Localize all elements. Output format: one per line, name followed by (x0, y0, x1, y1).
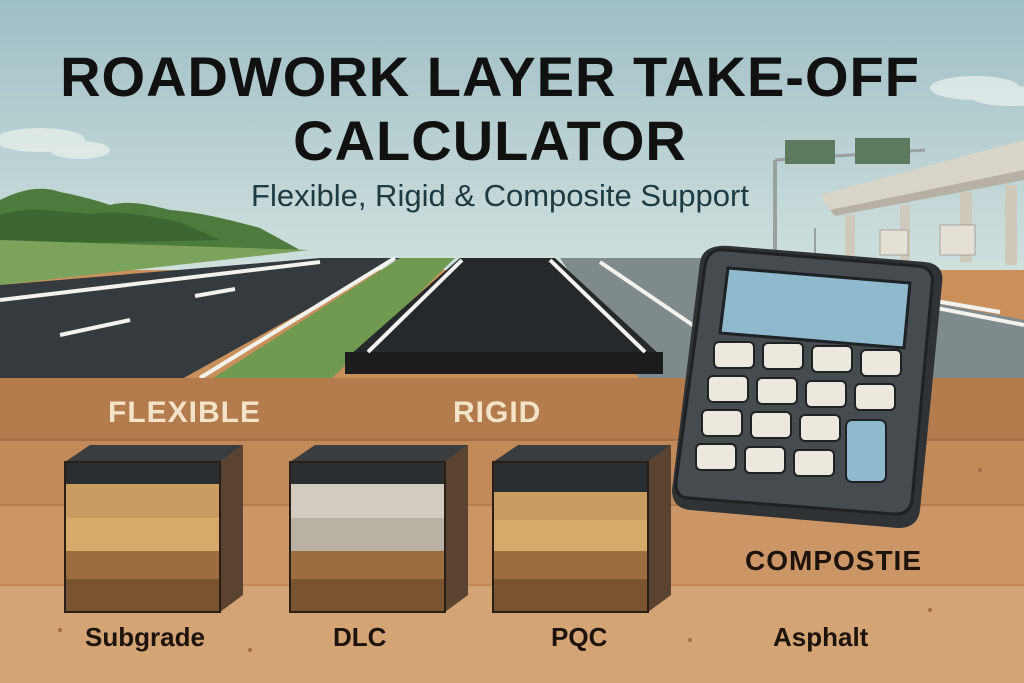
layer-label-subgrade: Subgrade (85, 622, 205, 652)
layer-block-flexible (64, 445, 243, 613)
layer-block-composite (492, 445, 671, 613)
grass-left (0, 240, 310, 285)
calculator-screen (718, 266, 912, 350)
toll-plaza (773, 138, 1024, 265)
calculator-keys (695, 341, 902, 477)
calculator-icon (672, 245, 943, 529)
clouds (0, 76, 1024, 159)
road-center (350, 258, 660, 355)
layer-label-dlc: DLC (333, 622, 387, 652)
layer-block-rigid (289, 445, 468, 613)
page-subtitle: Flexible, Rigid & Composite Support (251, 178, 749, 213)
grass-median (210, 258, 455, 380)
page-title-line-2: CALCULATOR (293, 109, 687, 172)
section-label-flexible: FLEXIBLE (108, 396, 262, 429)
road-slab-edge (345, 352, 663, 374)
section-label-rigid: RIGID (453, 396, 542, 429)
page-title-line-1: ROADWORK LAYER TAKE-OFF (60, 45, 920, 108)
layer-label-asphalt: Asphalt (773, 622, 869, 652)
layer-label-pqc: PQC (551, 622, 608, 652)
calculator-equals-key (845, 419, 887, 483)
tree-line-dark (0, 209, 220, 245)
section-label-composite: COMPOSTIE (745, 545, 923, 576)
